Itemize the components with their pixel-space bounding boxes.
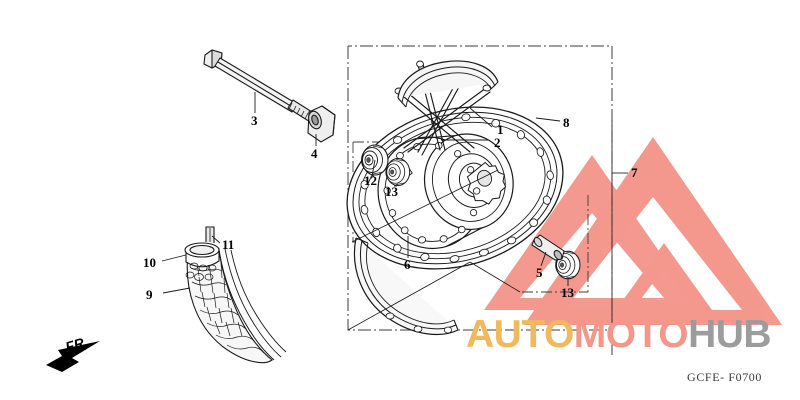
callout-4: 4 bbox=[311, 146, 318, 161]
callout-10: 10 bbox=[143, 255, 156, 270]
callout-3: 3 bbox=[251, 113, 258, 128]
part-side-collar-pin bbox=[531, 234, 565, 261]
part-front-tire-assembly bbox=[184, 226, 287, 364]
callout-1: 1 bbox=[497, 122, 504, 137]
watermark-word-hub: HUB bbox=[688, 313, 772, 356]
part-axle-collar bbox=[307, 105, 336, 143]
watermark-wordmark: AUTOMOTOHUB bbox=[466, 313, 772, 357]
part-rim-band bbox=[353, 60, 499, 336]
callout-8: 8 bbox=[563, 115, 570, 130]
callout-11: 11 bbox=[222, 237, 235, 252]
callout-6: 6 bbox=[404, 257, 411, 272]
callout-7: 7 bbox=[631, 165, 638, 180]
part-bearing-13-left bbox=[385, 158, 411, 186]
callout-9: 9 bbox=[146, 287, 153, 302]
callout-13-right: 13 bbox=[561, 285, 574, 300]
callout-5: 5 bbox=[536, 265, 543, 280]
part-front-axle-bolt bbox=[203, 49, 323, 126]
watermark-word-auto: AUTO bbox=[466, 313, 574, 356]
callout-7-leader bbox=[611, 120, 628, 355]
right-subgroup-boundary bbox=[520, 195, 589, 293]
callout-13: 13 bbox=[385, 184, 398, 199]
front-direction-arrow bbox=[46, 341, 100, 372]
part-wheel-hub bbox=[377, 133, 514, 250]
nested-triangle-logo bbox=[484, 137, 782, 325]
callout-12: 12 bbox=[364, 173, 377, 188]
part-code-label: GCFE- F0700 bbox=[687, 370, 762, 384]
callout-2: 2 bbox=[494, 135, 501, 150]
watermark-word-moto: MOTO bbox=[573, 313, 689, 356]
callout-leader-lines bbox=[161, 92, 569, 331]
